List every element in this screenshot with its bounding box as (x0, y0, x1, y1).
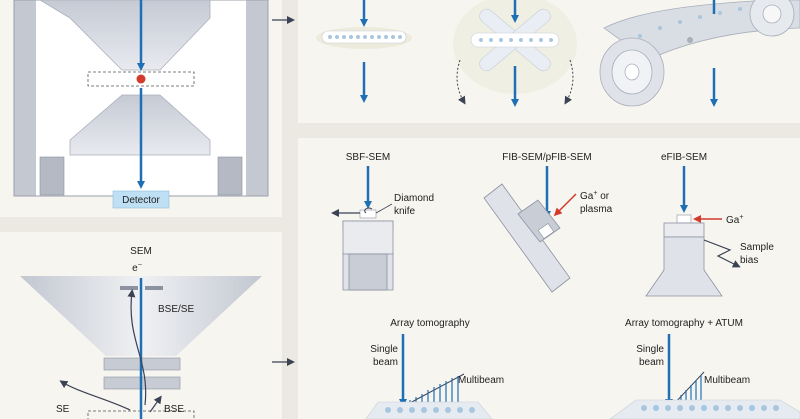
upper-lens (39, 0, 211, 71)
bse-label: BSE (164, 404, 184, 415)
array-title: Array tomography (390, 318, 469, 329)
sem-label: SEM (130, 246, 152, 257)
fib-title: FIB-SEM/pFIB-SEM (502, 152, 591, 163)
sem-schematic: SEM e− BSE/SE SE BSE (20, 246, 262, 419)
efib-ion-label: Ga+ (726, 214, 743, 226)
bse-se-arrow (127, 289, 147, 406)
bse-se-label: BSE/SE (158, 304, 194, 315)
atum-multibeam-label: Multibeam (704, 375, 750, 386)
detector-label: Detector (122, 195, 160, 206)
se-label: SE (56, 404, 70, 415)
single-grid-sample (316, 0, 412, 103)
array-multibeam-label: Multibeam (458, 375, 504, 386)
tem-schematic: Detector (13, 0, 269, 209)
sample-holder-outline (87, 71, 195, 87)
sbf-title: SBF-SEM (346, 152, 390, 163)
efib-title: eFIB-SEM (661, 152, 707, 163)
specimen (136, 74, 146, 84)
electron-label: e− (132, 262, 142, 274)
tilt-series-sample (453, 0, 577, 107)
detector-box (112, 190, 170, 209)
atum-title: Array tomography + ATUM (625, 318, 743, 329)
tape-reel-sample (599, 0, 800, 107)
